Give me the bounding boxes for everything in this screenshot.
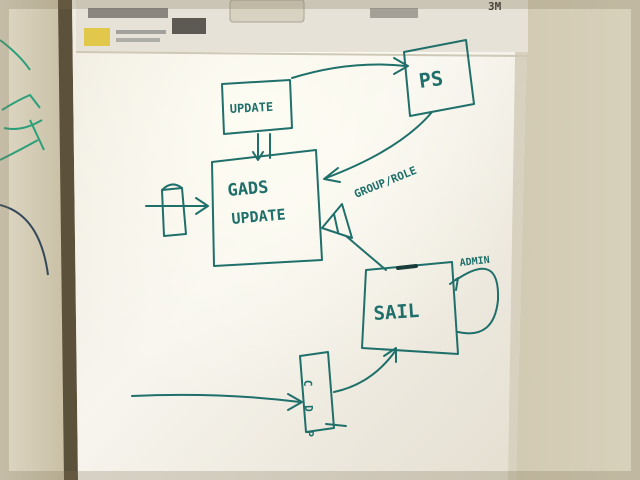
cdp-label: C D P [301, 380, 316, 444]
admin-loop-head [449, 277, 459, 291]
arrow-source-to-gads-head [195, 197, 209, 215]
sail-box [361, 261, 459, 355]
link-triangle-to-sail [345, 235, 387, 271]
pad-header-badge [172, 18, 206, 34]
update-box [221, 79, 293, 135]
ps-label: PS [417, 66, 444, 93]
sail-label: SAIL [373, 300, 420, 325]
update-label: UPDATE [229, 100, 273, 116]
admin-loop [455, 267, 500, 335]
pad-hanger-slot [229, 0, 305, 23]
source-cylinder [161, 187, 187, 237]
sheet-gap-shadow [58, 0, 78, 480]
arrow-cdp-to-sail [333, 349, 397, 393]
pad-header-fineprint [116, 30, 166, 34]
arrow-input-to-cdp-head [287, 393, 303, 411]
post-it-logo [84, 28, 110, 46]
cdp-box [299, 351, 335, 433]
arrow-ps-to-gads [325, 111, 433, 179]
admin-label: ADMIN [459, 255, 490, 269]
ps-box [403, 39, 475, 117]
cdp-output-arrow [325, 423, 347, 427]
paper-right-edge [508, 0, 528, 480]
arrow-input-to-cdp [131, 393, 301, 403]
gads-label: GADS [227, 177, 270, 200]
left-sheet-green-scribbles [0, 39, 45, 161]
pad-perforation [75, 51, 529, 57]
diagram [131, 39, 500, 433]
pad-header-recycle-logo [370, 8, 418, 18]
arrow-ps-to-gads-head [323, 167, 341, 183]
left-paper-sheet [0, 0, 64, 480]
sail-box-top-mark [396, 264, 418, 270]
arrow-update-to-ps-head [393, 57, 409, 75]
paper-light-glare [72, 0, 528, 480]
gads-update-box [211, 149, 323, 267]
group-role-triangle-mark [333, 213, 339, 233]
pad-header-fineprint-2 [116, 38, 160, 42]
source-cylinder-top [161, 183, 183, 191]
arrow-update-to-gads-1-head [252, 151, 264, 161]
group-role-triangle [321, 203, 353, 239]
left-sheet-dark-curve [0, 204, 49, 276]
arrow-update-to-ps [291, 63, 407, 79]
pad-header-label [88, 8, 168, 18]
gads-update-label: UPDATE [231, 205, 287, 228]
brand-3m: 3M [488, 0, 502, 13]
arrow-cdp-to-sail-head [383, 347, 397, 363]
